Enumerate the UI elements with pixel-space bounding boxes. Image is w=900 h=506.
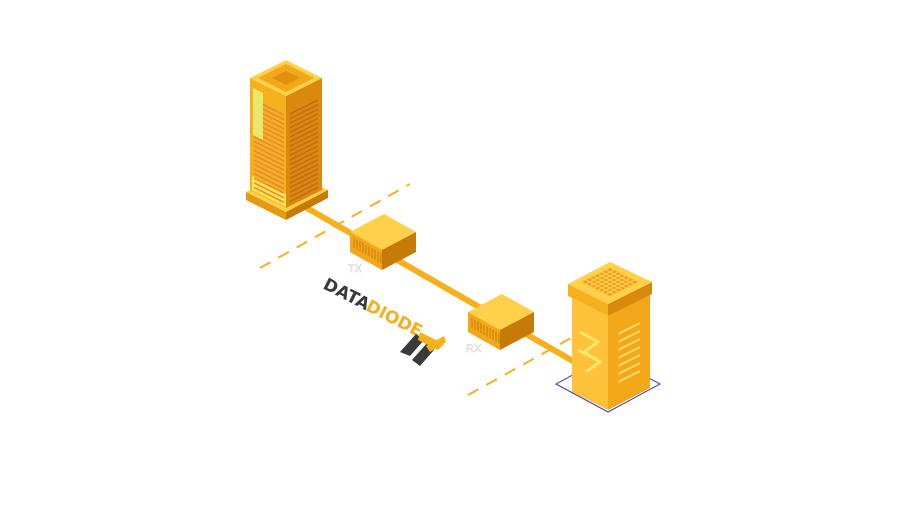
window-stripe [253,149,285,167]
grid-line [597,273,627,289]
window-stripe [289,103,319,120]
window-stripes [289,99,319,203]
window-stripe [289,163,319,180]
panel-line [617,346,641,359]
panel-line [617,362,641,375]
window-stripe [289,99,319,115]
window-stripe [253,168,285,185]
window-stripe [289,159,319,175]
window-stripe [289,177,319,193]
grid-line [593,273,623,289]
rx-appliance [468,294,534,350]
window-stripe [289,126,319,143]
grid-line [589,271,619,287]
window-stripe [289,131,319,147]
panel-line [617,338,641,351]
window-stripe [289,182,319,198]
grid-line [601,277,631,293]
panel-line [617,330,641,343]
grid-line [601,271,631,287]
window-stripe [253,136,285,153]
window-stripe [253,140,285,158]
grid-line [605,279,635,295]
office-tower-icon [246,60,328,220]
panel-line [617,322,641,335]
tx-label: TX [348,263,363,275]
panel-line [617,354,641,367]
window-stripe [289,136,319,152]
window-stripe [253,163,285,181]
rx-label: RX [466,343,482,355]
grid-line [593,275,623,291]
window-stripe [289,186,319,203]
window-stripe [289,168,319,184]
window-stripe [253,182,285,199]
data-diode-logo: DATA DIODE [320,275,426,342]
vent-grille [471,318,500,344]
data-flow-cable [297,201,595,375]
front-panel-lines [617,322,641,383]
grid-line [589,277,619,293]
window-stripe [289,122,319,138]
window-stripe [253,172,285,190]
window-stripe [289,113,319,129]
window-stripe [253,159,285,176]
server-tower-icon [554,262,662,413]
tx-appliance [350,214,416,270]
grid-line [585,269,615,285]
cooling-grid [585,269,635,295]
window-stripe [253,186,285,204]
window-stripe [253,154,285,171]
vent-grille [353,238,382,264]
window-stripe [289,145,319,161]
window-stripe [289,154,319,170]
grid-line [585,279,615,295]
chevron-x-logo-icon [400,332,446,366]
window-stripe [289,108,319,124]
window-stripe [253,177,285,194]
grid-line [605,269,635,285]
network-boundary-line [467,321,601,396]
window-stripe [289,117,319,134]
grid-line [597,275,627,291]
window-stripe [253,145,285,162]
window-stripe [289,149,319,166]
window-stripe [289,140,319,157]
window-stripe [289,172,319,189]
panel-line [617,370,641,383]
